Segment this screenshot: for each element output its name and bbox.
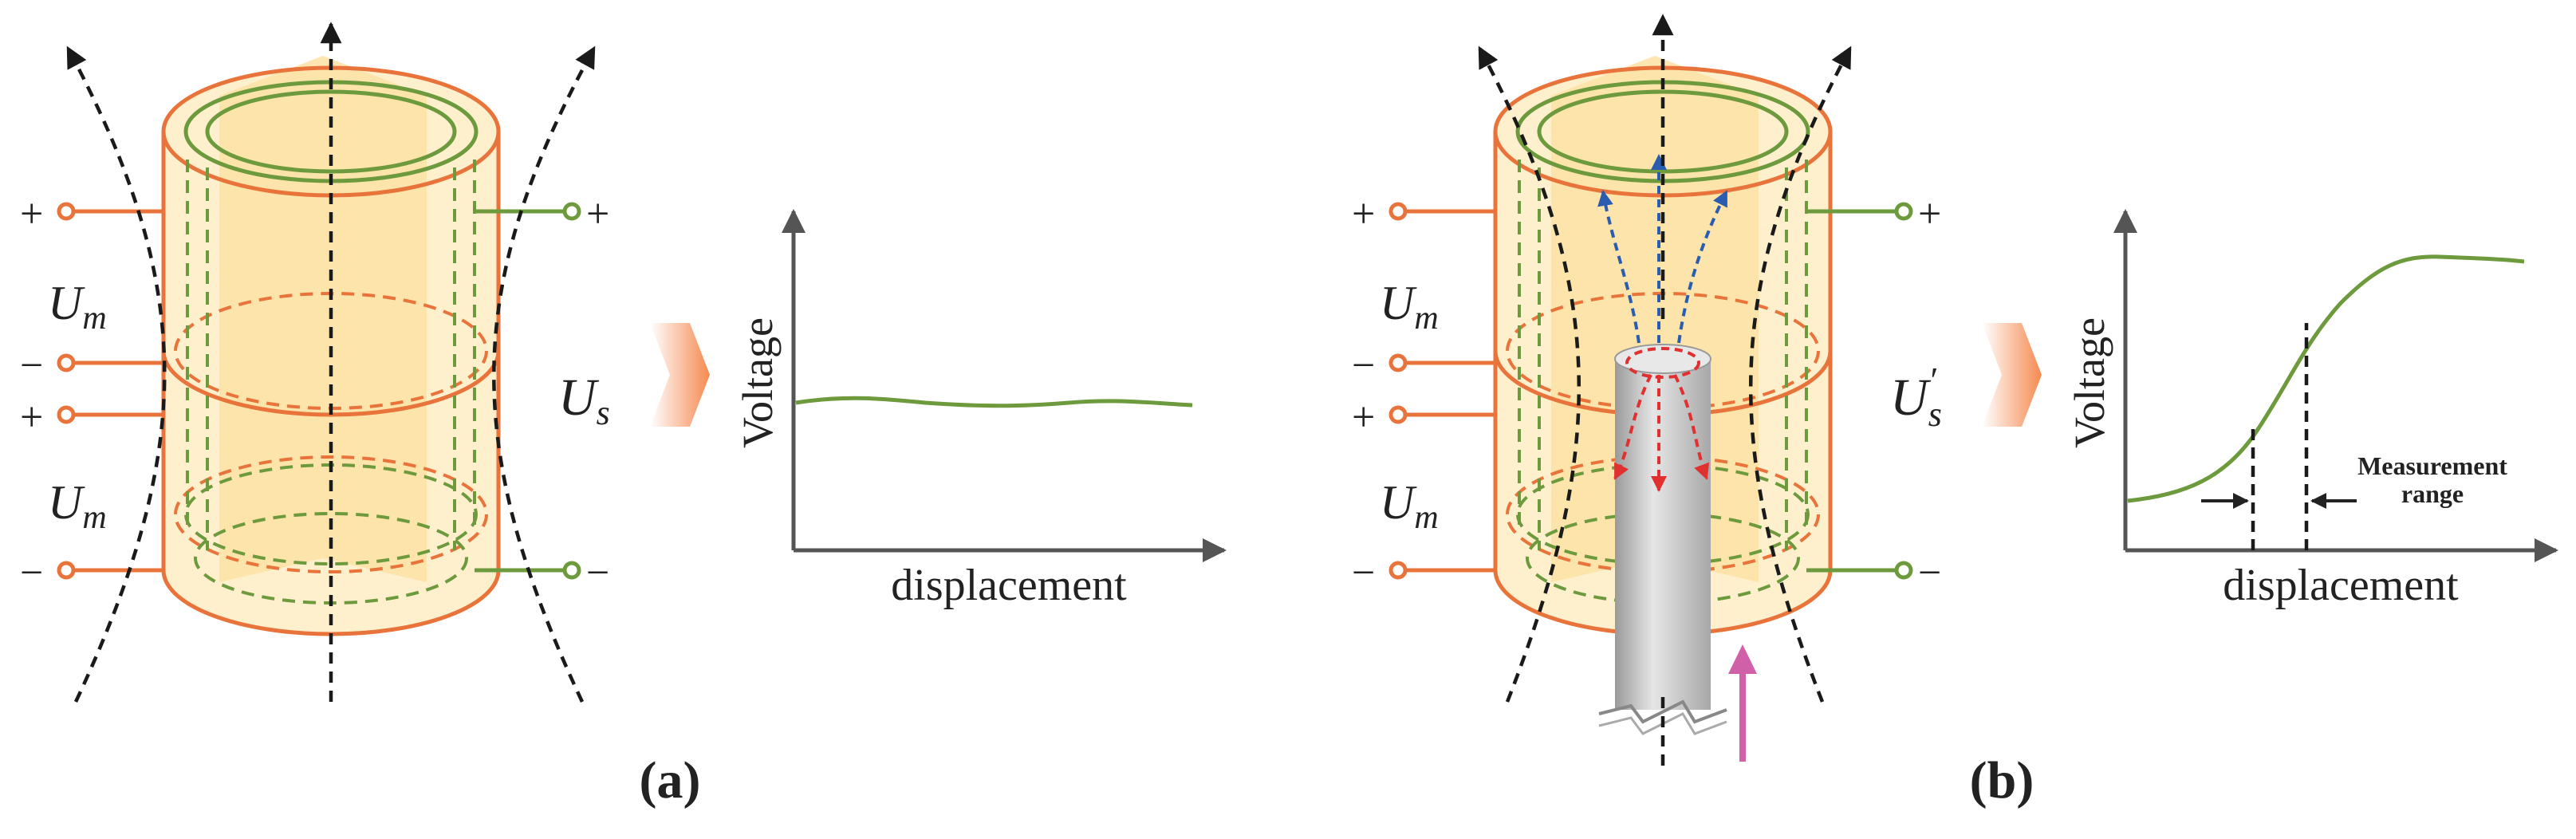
x-axis-label: displacement	[891, 561, 1127, 610]
primary-voltage-symbol: Um	[48, 277, 107, 337]
lvdt-coil-a	[59, 22, 596, 703]
terminal-label: +	[1352, 191, 1375, 237]
y-axis-label: Voltage	[734, 317, 782, 448]
red-flux-arrow	[1613, 374, 1652, 480]
terminal-label: +	[20, 191, 43, 237]
panel-a: + − + − + − Um Um Us Voltage displacemen…	[20, 22, 1227, 809]
terminal-label: +	[1352, 395, 1375, 440]
blue-flux-arrow	[1597, 190, 1641, 344]
terminal-label: −	[1918, 550, 1941, 596]
iron-core	[1598, 344, 1727, 735]
primary-voltage-symbol: Um	[1380, 277, 1439, 337]
terminal-label: −	[586, 550, 609, 596]
lvdt-coil-b	[1391, 14, 1911, 766]
terminal-label: −	[20, 343, 43, 388]
blue-flux-arrow	[1677, 190, 1728, 344]
red-flux-arrow	[1673, 374, 1710, 480]
induced-flux-ring	[1625, 347, 1700, 379]
output-curve-sigmoid	[2127, 254, 2525, 503]
core-motion-arrowhead	[1728, 644, 1757, 674]
voltage-graph-b: Measurement range Voltage displacement	[2066, 209, 2558, 610]
panel-caption: (b)	[1970, 751, 2034, 809]
output-arrow-icon	[650, 323, 710, 427]
measurement-range-label: Measurement	[2357, 451, 2507, 480]
terminal-label: −	[20, 550, 43, 596]
flux-line-right	[492, 45, 596, 703]
output-voltage-symbol: U′s	[1890, 360, 1942, 434]
terminal-label: +	[20, 395, 43, 440]
terminal-label: +	[1918, 191, 1941, 237]
primary-voltage-symbol: Um	[48, 476, 107, 536]
output-voltage-symbol: Us	[558, 368, 610, 432]
x-axis-label: displacement	[2223, 561, 2459, 610]
measurement-range-label: range	[2401, 479, 2464, 508]
voltage-graph-a: Voltage displacement	[734, 209, 1227, 610]
terminal-label: −	[1352, 343, 1375, 388]
output-arrow-icon	[1982, 323, 2042, 427]
terminal-label: −	[1352, 550, 1375, 596]
panel-b: + − + − + − Um Um U′s Measurement range …	[1352, 14, 2558, 809]
output-curve-flat	[795, 396, 1193, 408]
primary-voltage-symbol: Um	[1380, 476, 1439, 536]
flux-line-left	[66, 45, 167, 703]
terminal-label: +	[586, 191, 609, 237]
panel-caption: (a)	[640, 751, 701, 809]
y-axis-label: Voltage	[2066, 317, 2113, 448]
